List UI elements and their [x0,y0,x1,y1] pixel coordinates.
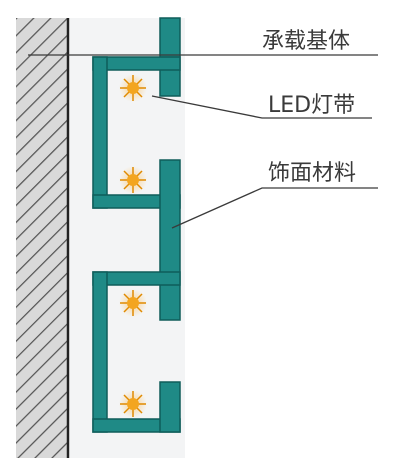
label-facing-material: 饰面材料 [268,161,356,186]
led-light-2 [119,166,147,194]
upper-bracket [92,17,181,209]
led-light-3 [119,289,147,317]
lower-bracket [92,271,181,433]
label-substrate: 承载基体 [262,29,350,54]
leader-facing-material [171,187,378,229]
leader-lines [28,54,378,229]
led-light-1 [119,74,147,102]
wall-substrate [16,18,70,458]
label-led-strip: LED灯带 [268,93,355,118]
led-light-4 [119,390,147,418]
leader-led-strip [151,95,372,119]
facing-panel [159,159,181,321]
